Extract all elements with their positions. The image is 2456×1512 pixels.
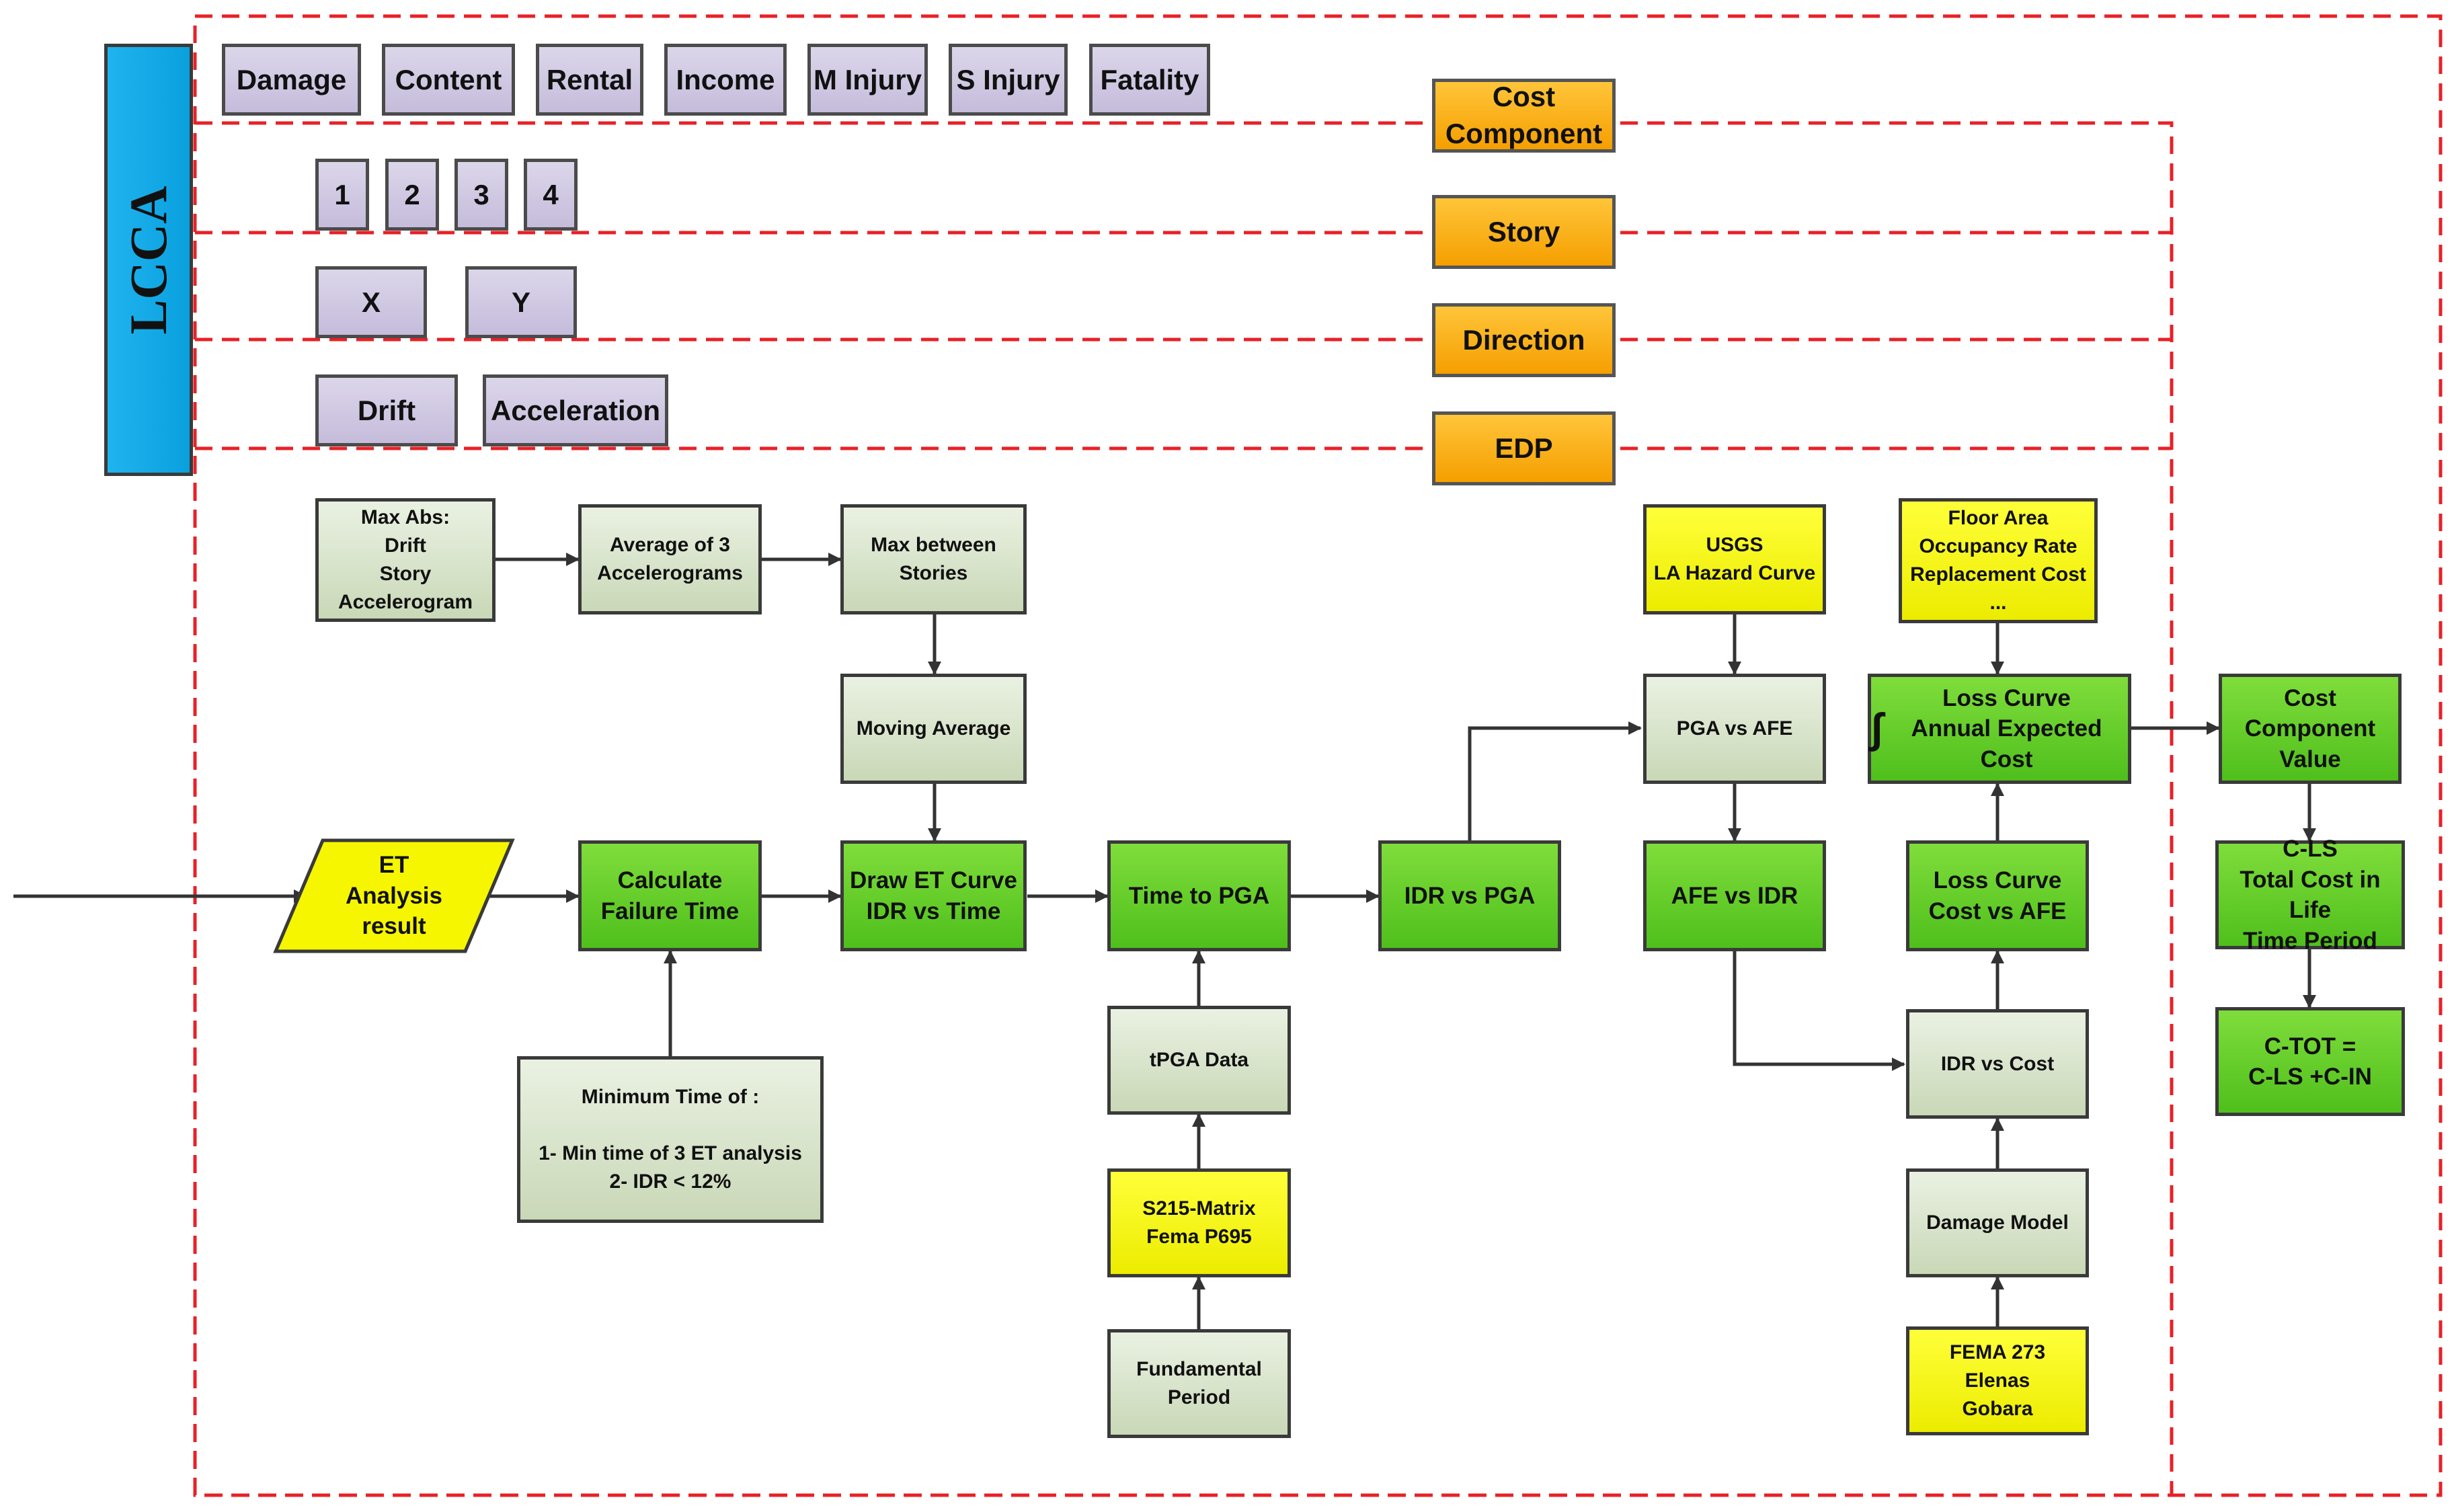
time-to-pga: Time to PGA bbox=[1107, 840, 1291, 951]
s215-matrix: S215-Matrix Fema P695 bbox=[1107, 1168, 1291, 1277]
moving-average: Moving Average bbox=[840, 674, 1027, 784]
cost-type-fatality: Fatality bbox=[1089, 44, 1210, 116]
story-2: 2 bbox=[385, 159, 439, 231]
cost-type-rental: Rental bbox=[536, 44, 643, 116]
pga-vs-afe: PGA vs AFE bbox=[1643, 674, 1826, 784]
tpga-data: tPGA Data bbox=[1107, 1006, 1291, 1115]
category-story: Story bbox=[1432, 195, 1616, 269]
afe-vs-idr: AFE vs IDR bbox=[1643, 840, 1826, 951]
cost-component-value: Cost Component Value bbox=[2219, 674, 2402, 784]
cost-type-m-injury: M Injury bbox=[807, 44, 928, 116]
et-analysis-result: ET Analysis result bbox=[346, 852, 442, 940]
cost-type-content: Content bbox=[382, 44, 515, 116]
cost-type-s-injury: S Injury bbox=[949, 44, 1068, 116]
max-between-stories: Max between Stories bbox=[840, 504, 1027, 614]
arrow-idr-to-pga bbox=[1468, 721, 1642, 840]
c-ls-total-cost: C-LS Total Cost in Life Time Period bbox=[2215, 836, 2405, 954]
story-1: 1 bbox=[315, 159, 369, 231]
edp-drift: Drift bbox=[315, 374, 458, 446]
minimum-time: Minimum Time of : 1- Min time of 3 ET an… bbox=[517, 1056, 824, 1223]
inner-dashed-region bbox=[193, 121, 2174, 1497]
draw-et-curve: Draw ET Curve IDR vs Time bbox=[840, 840, 1027, 951]
c-tot: C-TOT = C-LS +C-IN bbox=[2215, 1007, 2405, 1116]
category-edp: EDP bbox=[1432, 411, 1616, 485]
direction-y: Y bbox=[465, 266, 577, 338]
fundamental-period: Fundamental Period bbox=[1107, 1329, 1291, 1438]
lcca-sidebar: LCCA bbox=[104, 44, 193, 476]
cost-type-damage: Damage bbox=[222, 44, 361, 116]
direction-x: X bbox=[315, 266, 427, 338]
loss-curve-integral-content: ∫ Loss Curve Annual Expected Cost bbox=[1871, 683, 2128, 775]
edp-acceleration: Acceleration bbox=[483, 374, 668, 446]
building-data: Floor Area Occupancy Rate Replacement Co… bbox=[1899, 498, 2098, 623]
story-3: 3 bbox=[454, 159, 508, 231]
loss-curve-cost-vs-afe: Loss Curve Cost vs AFE bbox=[1906, 840, 2089, 951]
loss-curve-integral-label: Loss Curve Annual Expected Cost bbox=[1911, 684, 2102, 772]
idr-vs-pga: IDR vs PGA bbox=[1378, 840, 1561, 951]
category-cost-component: Cost Component bbox=[1432, 79, 1616, 153]
cost-type-income: Income bbox=[664, 44, 787, 116]
loss-curve-integral: ∫ Loss Curve Annual Expected Cost bbox=[1868, 674, 2131, 784]
category-direction: Direction bbox=[1432, 303, 1616, 377]
et-result-parallelogram bbox=[273, 838, 515, 953]
usgs-hazard-curve: USGS LA Hazard Curve bbox=[1643, 504, 1826, 614]
average-of-3: Average of 3 Accelerograms bbox=[578, 504, 762, 614]
lcca-title: LCCA bbox=[119, 185, 177, 335]
max-abs: Max Abs: Drift Story Accelerogram bbox=[315, 498, 496, 622]
idr-vs-cost: IDR vs Cost bbox=[1906, 1009, 2089, 1119]
story-4: 4 bbox=[524, 159, 578, 231]
arrow-afe-to-idrcost bbox=[1733, 951, 1905, 1071]
fema-273: FEMA 273 Elenas Gobara bbox=[1906, 1326, 2089, 1435]
integral-icon: ∫ bbox=[1871, 705, 1883, 752]
calculate-failure-time: Calculate Failure Time bbox=[578, 840, 762, 951]
damage-model: Damage Model bbox=[1906, 1168, 2089, 1277]
